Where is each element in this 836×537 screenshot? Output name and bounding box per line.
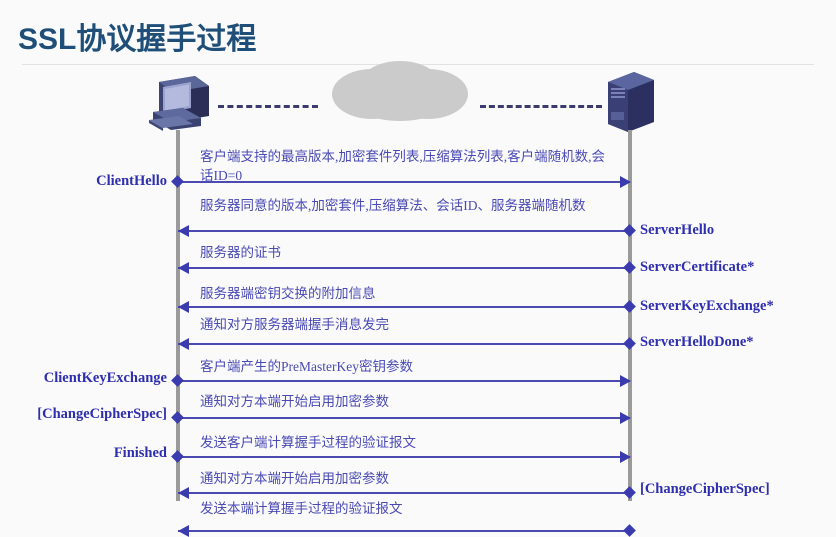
- server-tower-icon: [604, 68, 658, 134]
- arrow-line: [178, 530, 630, 532]
- message-text: 通知对方服务器端握手消息发完: [200, 317, 389, 332]
- message-label-change-cipher-spec-client: [ChangeCipherSpec]: [37, 406, 167, 422]
- message-text: 服务器的证书: [200, 245, 281, 260]
- arrow-head-left-icon: [178, 225, 189, 237]
- message-label-change-cipher-spec-server: [ChangeCipherSpec]: [640, 481, 770, 497]
- message-text: 发送本端计算握手过程的验证报文: [200, 501, 403, 516]
- arrow-origin-marker: [623, 300, 636, 313]
- message-text: 服务器端密钥交换的附加信息: [200, 286, 376, 301]
- arrow-head-right-icon: [620, 176, 631, 188]
- arrow-head-left-icon: [178, 301, 189, 313]
- message-label-server-certificate: ServerCertificate*: [640, 259, 755, 275]
- arrow-line: [178, 417, 630, 419]
- arrow-origin-marker: [171, 411, 184, 424]
- arrow-origin-marker: [623, 486, 636, 499]
- arrow-line: [178, 343, 630, 345]
- cloud-icon: [320, 60, 480, 122]
- message-label-server-key-exchange: ServerKeyExchange*: [640, 298, 774, 314]
- arrow-origin-marker: [623, 337, 636, 350]
- arrow-line: [178, 267, 630, 269]
- arrow-line: [178, 492, 630, 494]
- arrow-head-right-icon: [620, 412, 631, 424]
- arrow-origin-marker: [623, 224, 636, 237]
- arrow-line: [178, 380, 630, 382]
- message-text: 客户端支持的最高版本,加密套件列表,压缩算法列表,客户端随机数,会话ID=0: [200, 149, 605, 183]
- message-label-server-hello: ServerHello: [640, 222, 715, 238]
- message-text: 通知对方本端开始启用加密参数: [200, 471, 389, 486]
- arrow-head-right-icon: [620, 451, 631, 463]
- server-network-link: [480, 105, 602, 108]
- client-lifeline: [176, 130, 180, 501]
- client-network-link: [218, 105, 318, 108]
- arrow-origin-marker: [623, 261, 636, 274]
- arrow-head-left-icon: [178, 338, 189, 350]
- message-label-server-hello-done: ServerHelloDone*: [640, 334, 754, 350]
- arrow-line: [178, 306, 630, 308]
- message-text: 通知对方本端开始启用加密参数: [200, 394, 389, 409]
- arrow-line: [178, 181, 630, 183]
- page-title: SSL协议握手过程: [18, 23, 257, 56]
- arrow-head-right-icon: [620, 375, 631, 387]
- arrow-line: [178, 230, 630, 232]
- server-lifeline: [628, 130, 632, 501]
- arrow-head-left-icon: [178, 262, 189, 274]
- arrow-origin-marker: [623, 524, 636, 537]
- arrow-line: [178, 456, 630, 458]
- message-text: 发送客户端计算握手过程的验证报文: [200, 435, 416, 450]
- message-text: 客户端产生的PreMasterKey密钥参数: [200, 359, 413, 374]
- message-label-client-key-exchange: ClientKeyExchange: [43, 370, 167, 386]
- message-text: 服务器同意的版本,加密套件,压缩算法、会话ID、服务器端随机数: [200, 198, 586, 213]
- arrow-head-left-icon: [178, 487, 189, 499]
- arrow-head-left-icon: [178, 525, 189, 537]
- arrow-origin-marker: [171, 175, 184, 188]
- message-label-finished-client: Finished: [113, 445, 167, 461]
- arrow-origin-marker: [171, 374, 184, 387]
- desktop-computer-icon: [143, 74, 215, 134]
- message-label-client-hello: ClientHello: [96, 173, 167, 189]
- arrow-origin-marker: [171, 450, 184, 463]
